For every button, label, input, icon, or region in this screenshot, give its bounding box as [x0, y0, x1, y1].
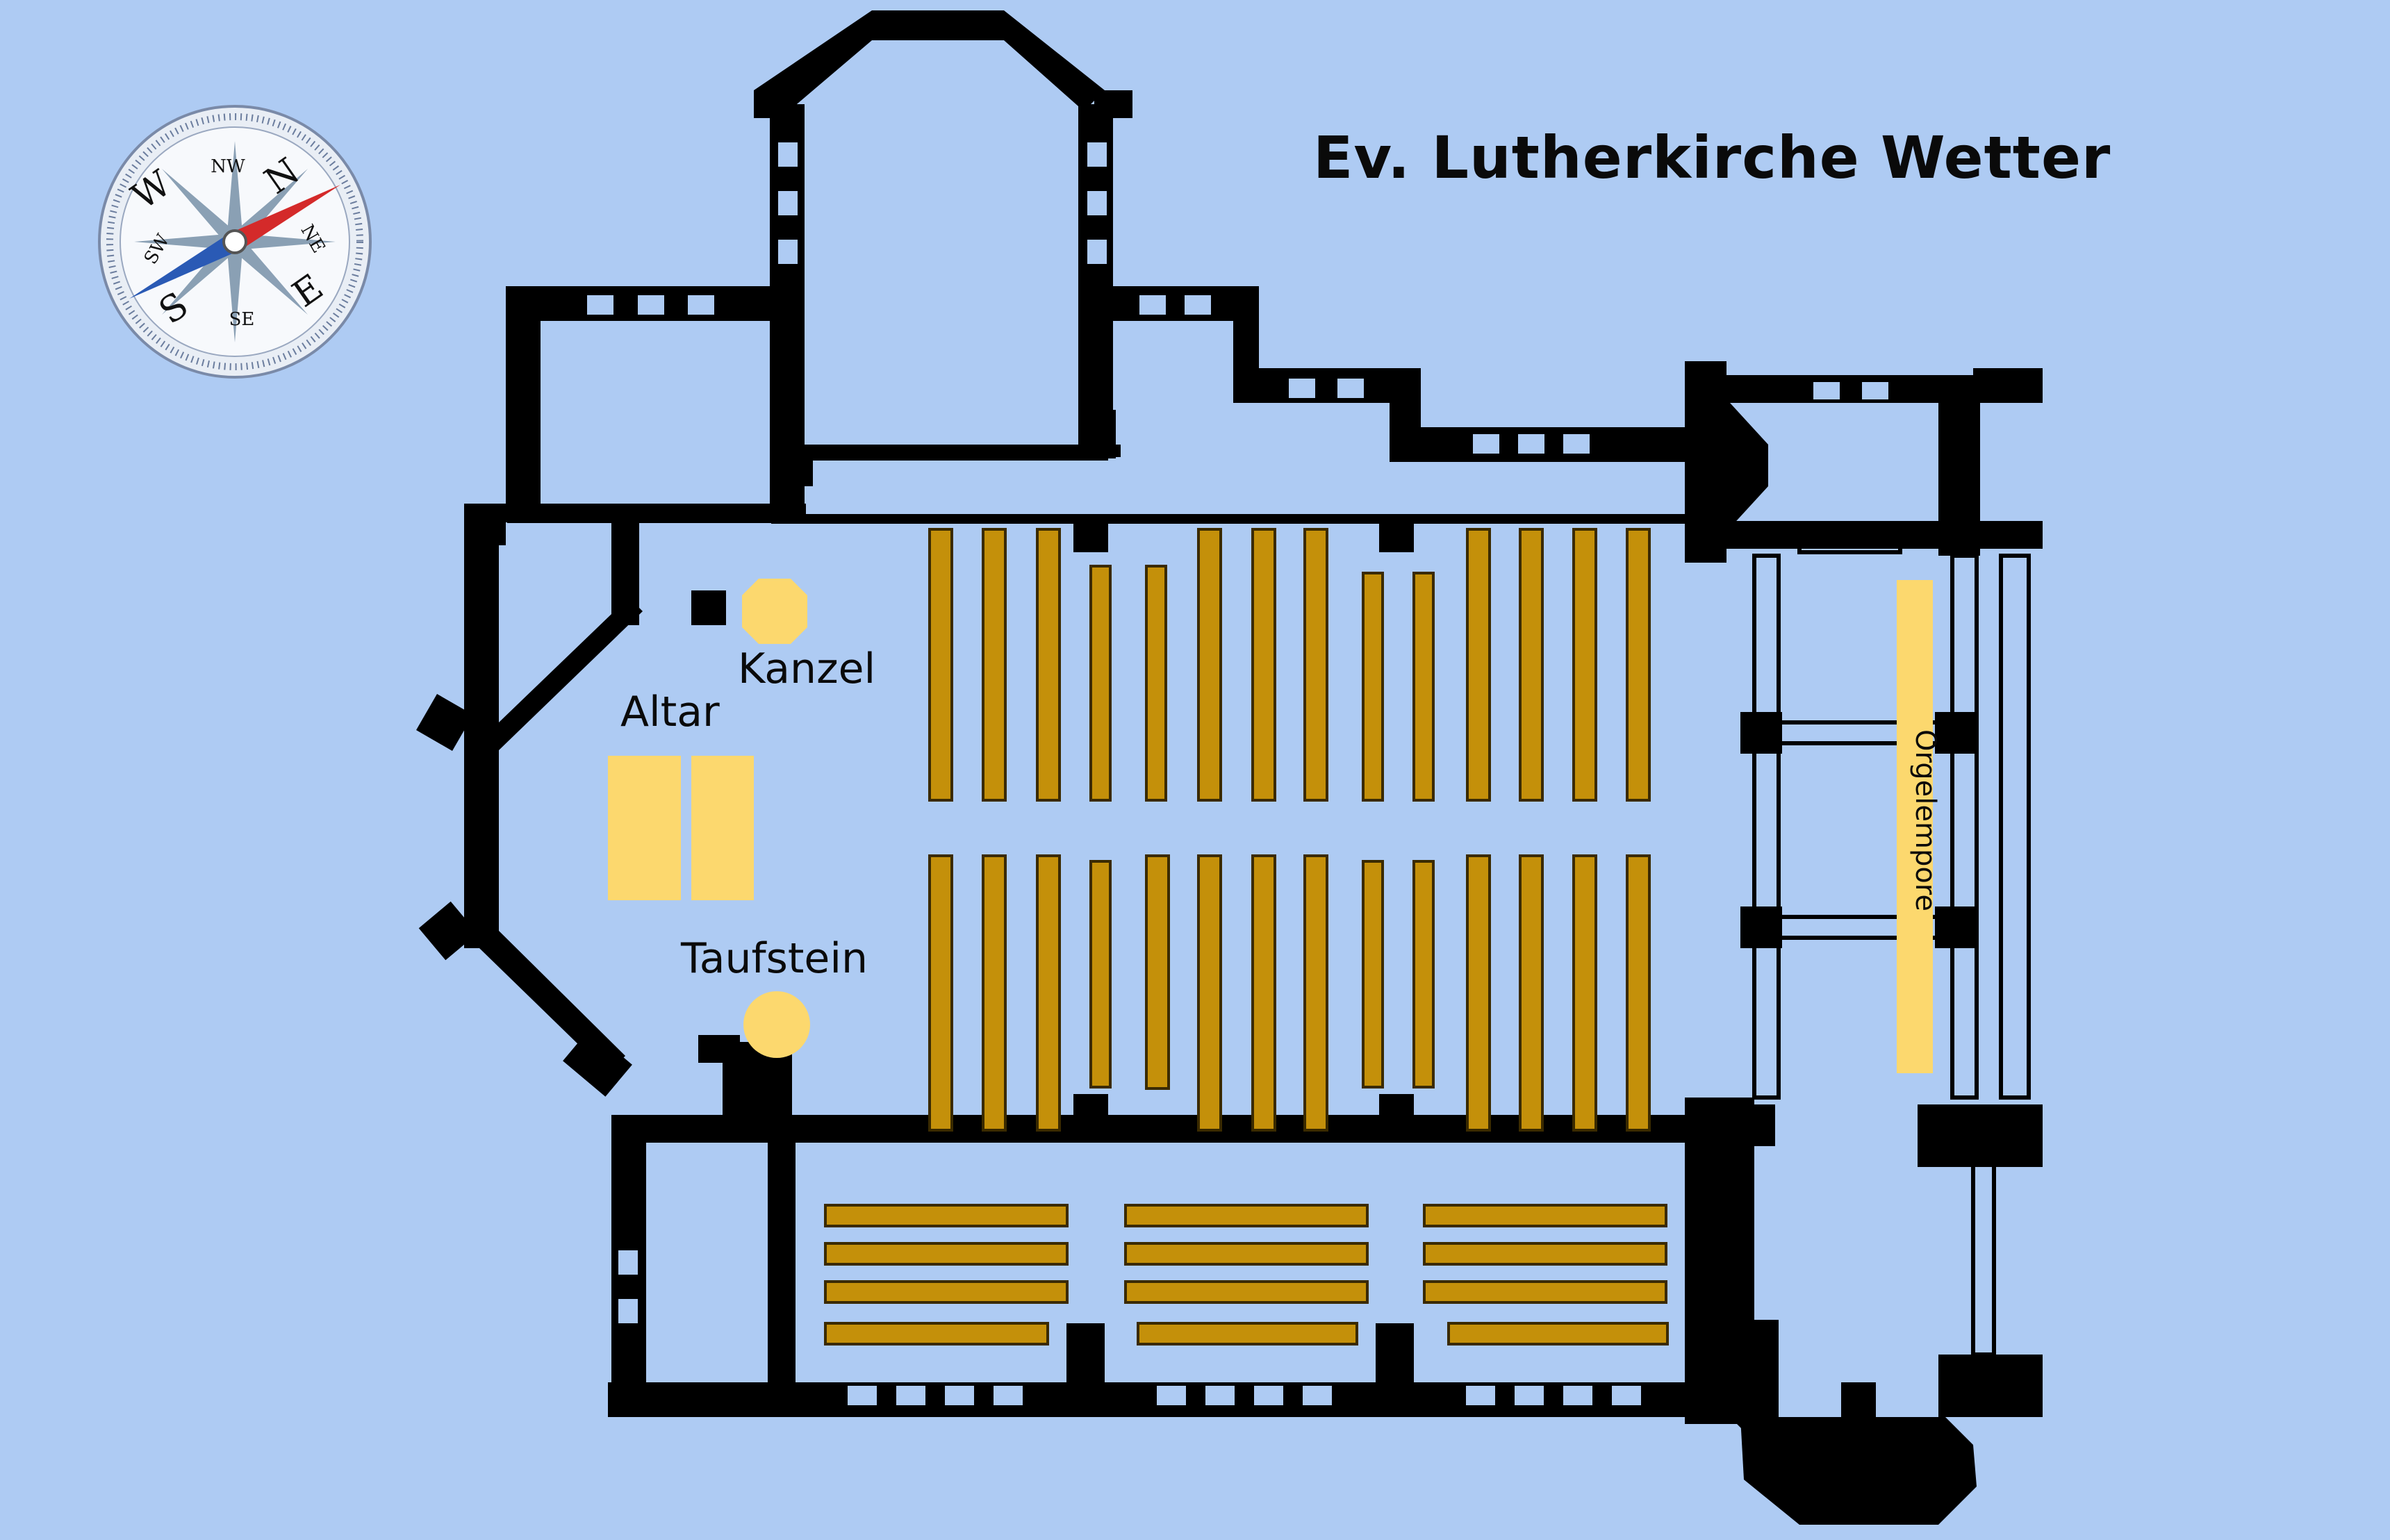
organ-gallery-bar	[1897, 580, 1933, 1073]
compass-rose-icon: N S W E NW NE SW SE	[98, 105, 372, 379]
pew	[982, 528, 1007, 802]
pew	[1036, 854, 1061, 1132]
pew	[1251, 854, 1276, 1132]
needle-north	[229, 185, 340, 250]
tower-wall	[754, 10, 1105, 111]
taufstein-circle	[743, 991, 810, 1058]
pew	[1626, 854, 1651, 1132]
pew	[1145, 565, 1167, 802]
sacristy-west-wall	[506, 286, 541, 522]
kanzel-label: Kanzel	[738, 645, 876, 693]
altar-table	[608, 756, 681, 900]
pew	[928, 854, 953, 1132]
pew	[1423, 1242, 1667, 1266]
walls	[416, 10, 2043, 1525]
pew	[1036, 528, 1061, 802]
page-title: Ev. Lutherkirche Wetter	[1313, 124, 2111, 192]
pew	[824, 1280, 1069, 1304]
needle-south	[129, 233, 240, 299]
pew	[1466, 528, 1491, 802]
pew	[1466, 854, 1491, 1132]
pew	[1519, 528, 1544, 802]
pew	[824, 1204, 1069, 1227]
compass-nw: NW	[211, 156, 245, 177]
pew	[1412, 860, 1435, 1088]
orgelempore-label: Orgelempore	[1909, 729, 1941, 911]
pew	[1626, 528, 1651, 802]
windows	[587, 142, 1888, 1405]
pew	[1303, 854, 1328, 1132]
pew	[928, 528, 953, 802]
pew	[1089, 860, 1112, 1088]
pew	[1412, 572, 1435, 802]
pew	[1362, 572, 1384, 802]
pew	[1423, 1204, 1667, 1227]
pew	[1124, 1242, 1369, 1266]
nave-pews	[928, 528, 1651, 1132]
furnishings	[608, 579, 1933, 1073]
pew	[1519, 854, 1544, 1132]
pew	[1089, 565, 1112, 802]
pew	[1251, 528, 1276, 802]
aisle-pews	[824, 1204, 1669, 1346]
pew	[1124, 1204, 1369, 1227]
pew	[1572, 854, 1597, 1132]
pew	[982, 854, 1007, 1132]
kanzel-octagon	[742, 579, 807, 644]
pew	[1137, 1322, 1358, 1346]
altar-table	[691, 756, 754, 900]
pew	[1197, 528, 1222, 802]
compass-se: SE	[229, 309, 255, 330]
pew	[1124, 1280, 1369, 1304]
nave-north-wall	[770, 445, 1121, 457]
pew	[1362, 860, 1384, 1088]
pew	[1447, 1322, 1669, 1346]
taufstein-label: Taufstein	[681, 934, 868, 983]
pew	[1145, 854, 1170, 1090]
pew	[1303, 528, 1328, 802]
pew	[1423, 1280, 1667, 1304]
altar-label: Altar	[620, 688, 720, 736]
pew	[1572, 528, 1597, 802]
pew	[824, 1322, 1049, 1346]
pew	[824, 1242, 1069, 1266]
pew	[1197, 854, 1222, 1132]
